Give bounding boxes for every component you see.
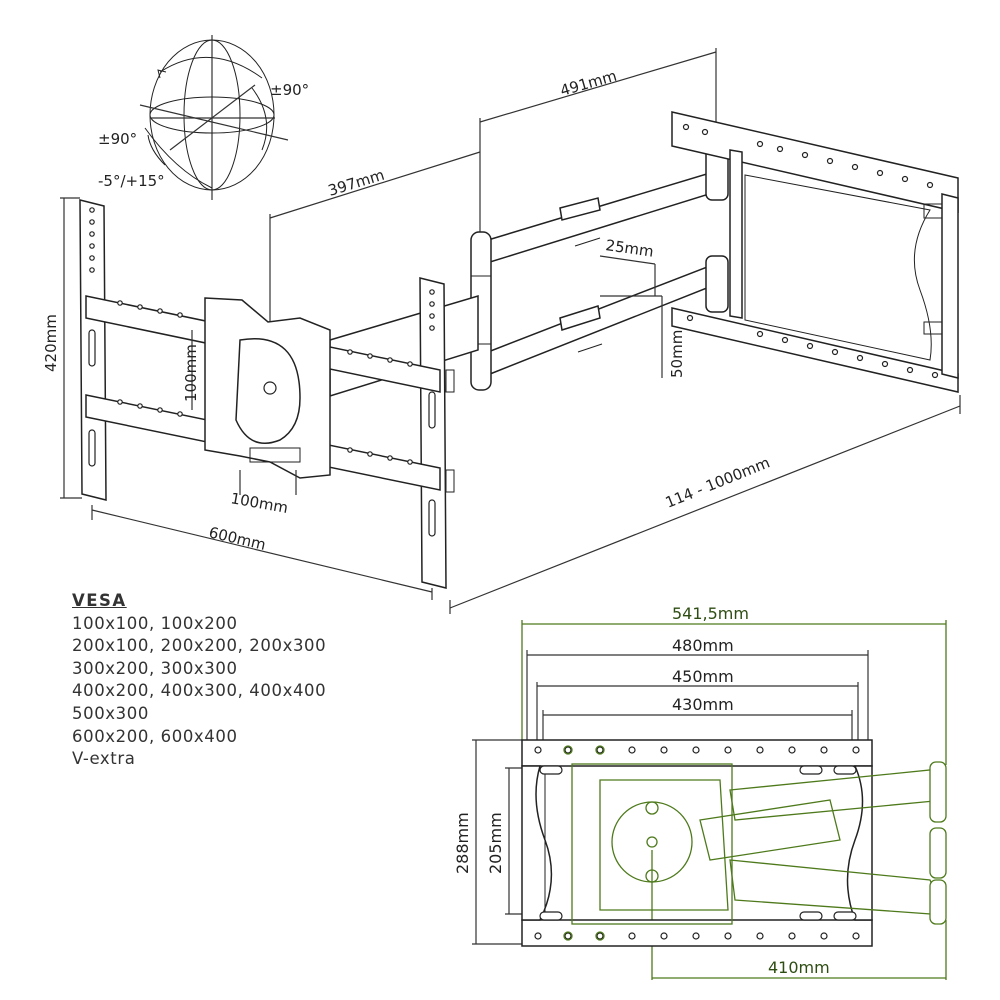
vesa-title: VESA — [72, 591, 127, 610]
front-tv-mount-overlay — [563, 745, 947, 941]
vesa-row: 600x200, 600x400 — [72, 726, 238, 746]
tilt-label: -5°/+15° — [98, 172, 165, 190]
front-view-dimension-lines — [472, 620, 947, 980]
wall-plate-3d — [671, 111, 959, 393]
rotation-globe-icon — [139, 35, 289, 200]
mount-depth-label: 397mm — [326, 166, 387, 200]
plate-width-label: 600mm — [207, 523, 267, 554]
vesa-small-horizontal-label: 100mm — [229, 489, 289, 517]
front-wall-plate — [521, 739, 873, 947]
plate-height-label: 420mm — [42, 314, 60, 372]
total-height-label: 288mm — [453, 812, 472, 874]
vesa-row: 500x300 — [72, 703, 149, 723]
plate-width-dimension — [91, 505, 433, 600]
mount-depth-dimension — [269, 151, 481, 330]
vesa-compatibility-list: VESA 100x100, 100x200 200x100, 200x200, … — [72, 590, 412, 771]
wall-plate-holes-bottom — [686, 314, 939, 379]
arm-spacing-dimensions — [599, 255, 663, 378]
arm-spacing-horizontal-label: 25mm — [604, 236, 654, 261]
total-width-label: 541,5mm — [672, 604, 749, 623]
vesa-row: 400x200, 400x300, 400x400 — [72, 681, 327, 701]
width-450-label: 450mm — [672, 667, 734, 686]
tv-plate-3d — [79, 199, 455, 589]
vesa-small-dimensions — [191, 330, 297, 495]
extension-range-label: 114 - 1000mm — [663, 453, 773, 511]
extension-range-dimension — [449, 395, 961, 614]
offset-410-label: 410mm — [768, 958, 830, 977]
wall-plate-holes-top — [682, 123, 934, 189]
vesa-row: 100x100, 100x200 — [72, 613, 238, 633]
vesa-row: 200x100, 200x200, 200x300 — [72, 636, 327, 656]
swivel-label: ±90° — [270, 81, 309, 99]
rotate-label: ±90° — [98, 130, 137, 148]
tv-plate-holes — [88, 207, 436, 537]
width-480-label: 480mm — [672, 636, 734, 655]
plate-height-dimension — [60, 197, 82, 499]
vesa-small-vertical-label: 100mm — [182, 344, 200, 402]
arm-length-label: 491mm — [558, 67, 619, 100]
vesa-row: 300x200, 300x300 — [72, 658, 238, 678]
arm-spacing-vertical-label: 50mm — [668, 330, 686, 378]
vesa-row: V-extra — [72, 749, 136, 769]
width-430-label: 430mm — [672, 695, 734, 714]
inner-height-label: 205mm — [486, 812, 505, 874]
tv-hinge — [705, 147, 729, 313]
